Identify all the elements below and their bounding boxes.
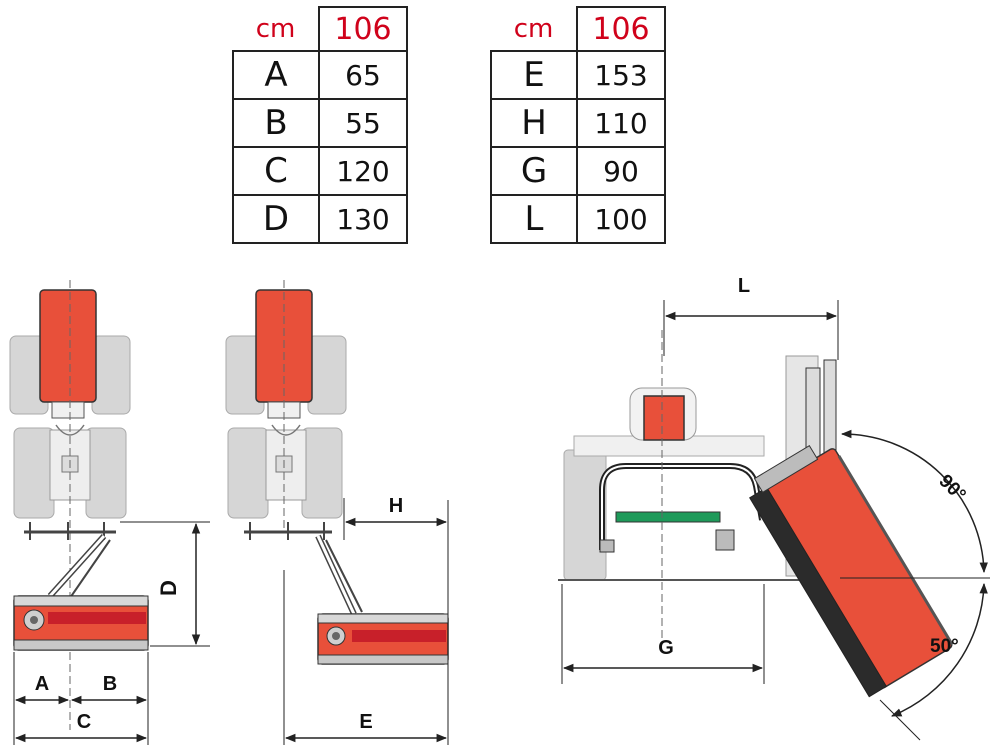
label-e: E: [359, 711, 372, 733]
dimension-value: 110: [576, 98, 666, 148]
dimension-value: 90: [576, 146, 666, 196]
table-row: B 55: [232, 98, 408, 148]
dimension-key: H: [490, 98, 578, 148]
label-d: D: [156, 580, 181, 596]
dimension-d: D: [120, 521, 210, 647]
angle-arc-upper: [840, 429, 988, 574]
mount-frame: [599, 463, 765, 553]
tractor-top-view-left: [9, 289, 131, 519]
steering-wheel: [55, 424, 85, 436]
label-c: C: [77, 711, 91, 733]
tractor-hood: [39, 289, 97, 403]
angle-label-90: 90°: [934, 471, 969, 506]
tractor-seat-back: [643, 395, 685, 441]
label-g: G: [658, 637, 674, 659]
dimension-value: 153: [576, 50, 666, 100]
rear-wheel-right: [85, 427, 127, 519]
label-b: B: [103, 673, 117, 695]
dimension-l: L: [663, 275, 839, 360]
front-wheel-right: [91, 335, 131, 415]
hitch-and-arm-right: [244, 522, 363, 616]
dimension-table-right: cm 106 E 153 H 110 G 90 L 100: [490, 6, 666, 244]
dimension-value: 130: [318, 194, 408, 244]
tractor-top-view-right: [225, 289, 347, 519]
unit-header: cm: [491, 7, 578, 52]
table-row: C 120: [232, 146, 408, 196]
hitch-and-arm-left: [24, 522, 116, 599]
label-a: A: [35, 673, 49, 695]
tractor-cab: [51, 401, 85, 419]
dimension-value: 65: [318, 50, 408, 100]
dimension-key: C: [232, 146, 320, 196]
dimension-key: D: [232, 194, 320, 244]
dimension-key: B: [232, 98, 320, 148]
unit-header: cm: [233, 7, 320, 52]
table-header-row: cm 106: [233, 6, 408, 52]
dimension-key: E: [490, 50, 578, 100]
angle-arc-lower: [891, 582, 988, 717]
dimension-key: A: [232, 50, 320, 100]
label-l: L: [738, 275, 750, 297]
dimension-value: 55: [318, 98, 408, 148]
model-header: 106: [318, 6, 408, 52]
dimension-table-left: cm 106 A 65 B 55 C 120 D 130: [232, 6, 408, 244]
steering-wheel: [271, 424, 301, 436]
table-row: A 65: [232, 50, 408, 100]
front-wheel-right: [307, 335, 347, 415]
dimension-key: G: [490, 146, 578, 196]
rear-wheel-right: [301, 427, 343, 519]
dimension-e: E: [283, 570, 448, 745]
model-header: 106: [576, 6, 666, 52]
table-row: G 90: [490, 146, 666, 196]
table-row: D 130: [232, 194, 408, 244]
green-bar: [615, 511, 721, 523]
rear-wheel-left: [13, 427, 55, 519]
label-h: H: [389, 495, 403, 517]
rear-wheel-left: [227, 427, 269, 519]
table-row: H 110: [490, 98, 666, 148]
table-row: E 153: [490, 50, 666, 100]
table-row: L 100: [490, 194, 666, 244]
dimension-h: H: [343, 495, 449, 745]
angle-label-50: 50°: [930, 636, 959, 657]
dimension-key: L: [490, 194, 578, 244]
mower-left: [13, 595, 149, 651]
dimension-g: G: [561, 584, 765, 684]
dimension-value: 120: [318, 146, 408, 196]
table-header-row: cm 106: [491, 6, 666, 52]
tilted-mower: [749, 444, 954, 698]
dimension-a-b-c: A B C: [13, 652, 149, 745]
dimension-value: 100: [576, 194, 666, 244]
mower-right: [317, 613, 449, 665]
